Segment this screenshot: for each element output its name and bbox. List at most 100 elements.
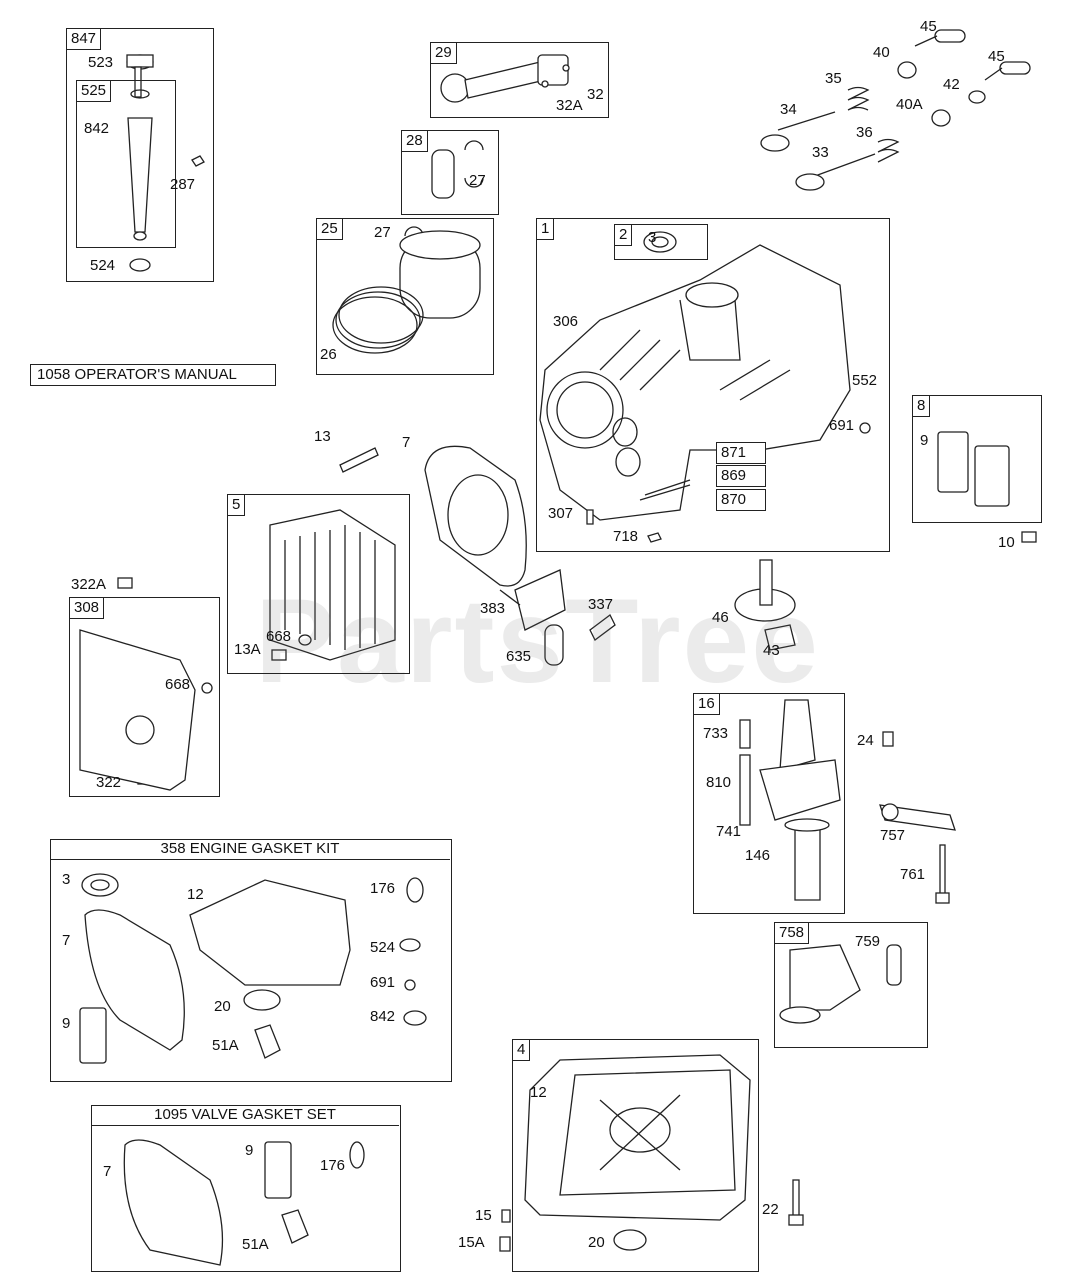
part-label[interactable]: 691 [829,417,855,434]
part-label[interactable]: 20 [214,998,231,1015]
engine-gasket-kit [50,839,452,1082]
part-label[interactable]: 9 [245,1142,254,1159]
callout-847[interactable]: 847 [66,28,102,50]
part-label[interactable]: 718 [613,528,639,545]
part-label[interactable]: 10 [998,534,1015,551]
callout-16[interactable]: 16 [693,693,720,715]
part-label[interactable]: 7 [402,434,411,451]
part-label[interactable]: 34 [780,101,797,118]
part-label[interactable]: 176 [320,1157,346,1174]
part-label[interactable]: 668 [266,628,292,645]
operators-manual-callout[interactable]: 1058 OPERATOR'S MANUAL [30,364,276,386]
part-label[interactable]: 15A [458,1234,485,1251]
part-label[interactable]: 46 [712,609,729,626]
part-label[interactable]: 33 [812,144,829,161]
callout-869[interactable]: 869 [716,465,766,487]
engine-gasket-kit-title[interactable]: 358 ENGINE GASKET KIT [50,839,450,860]
part-label[interactable]: 287 [170,176,196,193]
group-25 [316,218,494,375]
cylinder-block-icon [539,244,851,521]
part-label[interactable]: 20 [588,1234,605,1251]
callout-1[interactable]: 1 [536,218,555,240]
part-label[interactable]: 45 [920,18,937,35]
callout-5[interactable]: 5 [227,494,246,516]
part-label[interactable]: 635 [506,648,532,665]
valve-gasket-set [91,1105,401,1272]
callout-525[interactable]: 525 [76,80,112,102]
breather-parts-icon [499,569,616,666]
part-label[interactable]: 7 [62,932,71,949]
part-label[interactable]: 45 [988,48,1005,65]
part-label[interactable]: 3 [62,871,71,888]
part-label[interactable]: 3 [648,229,657,246]
part-label[interactable]: 32 [587,86,604,103]
callout-4[interactable]: 4 [512,1039,531,1061]
part-label[interactable]: 7 [103,1163,112,1180]
part-label[interactable]: 733 [703,725,729,742]
part-label[interactable]: 176 [370,880,396,897]
part-label[interactable]: 307 [548,505,574,522]
part-label[interactable]: 51A [212,1037,239,1054]
part-label[interactable]: 523 [88,54,114,71]
part-label[interactable]: 691 [370,974,396,991]
part-label[interactable]: 36 [856,124,873,141]
part-label[interactable]: 12 [187,886,204,903]
part-label[interactable]: 22 [762,1201,779,1218]
callout-8[interactable]: 8 [912,395,931,417]
group-525 [76,80,176,248]
group-16 [693,693,845,914]
part-label[interactable]: 761 [900,866,926,883]
head-gasket-icon [424,445,527,587]
part-label[interactable]: 383 [480,600,506,617]
group-308 [69,597,220,797]
part-label[interactable]: 27 [469,172,486,189]
part-label[interactable]: 552 [852,372,878,389]
part-label[interactable]: 13A [234,641,261,658]
part-label[interactable]: 668 [165,676,191,693]
piston-pin-icon [431,140,484,199]
callout-871[interactable]: 871 [716,442,766,464]
callout-25[interactable]: 25 [316,218,343,240]
part-label[interactable]: 9 [920,432,929,449]
part-label[interactable]: 15 [475,1207,492,1224]
part-label[interactable]: 322A [71,576,107,593]
callout-2[interactable]: 2 [614,224,633,246]
part-label[interactable]: 524 [370,939,396,956]
part-label[interactable]: 26 [320,346,337,363]
callout-28[interactable]: 28 [401,130,428,152]
part-label[interactable]: 146 [745,847,771,864]
part-label[interactable]: 12 [530,1084,547,1101]
part-label[interactable]: 40A [896,96,923,113]
group-29 [430,42,609,118]
callout-308[interactable]: 308 [69,597,105,619]
callout-758[interactable]: 758 [774,922,810,944]
crankshaft-icon [739,699,894,901]
callout-870[interactable]: 870 [716,489,766,511]
callout-29[interactable]: 29 [430,42,457,64]
part-label[interactable]: 27 [374,224,391,241]
part-label[interactable]: 322 [96,774,122,791]
gasket-kit-parts-icon [79,873,427,1064]
part-label[interactable]: 24 [857,732,874,749]
group-28 [401,130,499,215]
part-label[interactable]: 842 [370,1008,396,1025]
part-label[interactable]: 42 [943,76,960,93]
part-label[interactable]: 13 [314,428,331,445]
part-label[interactable]: 35 [825,70,842,87]
part-label[interactable]: 51A [242,1236,269,1253]
part-label[interactable]: 759 [855,933,881,950]
part-label[interactable]: 43 [763,642,780,659]
part-label[interactable]: 757 [880,827,906,844]
part-label[interactable]: 40 [873,44,890,61]
part-label[interactable]: 842 [84,120,110,137]
part-label[interactable]: 741 [716,823,742,840]
part-label[interactable]: 32A [556,97,583,114]
part-label[interactable]: 337 [588,596,614,613]
part-label[interactable]: 306 [553,313,579,330]
valve-gasket-set-title[interactable]: 1095 VALVE GASKET SET [91,1105,399,1126]
part-label[interactable]: 524 [90,257,116,274]
part-label[interactable]: 810 [706,774,732,791]
part-label[interactable]: 9 [62,1015,71,1032]
camshaft-icon [734,559,796,651]
